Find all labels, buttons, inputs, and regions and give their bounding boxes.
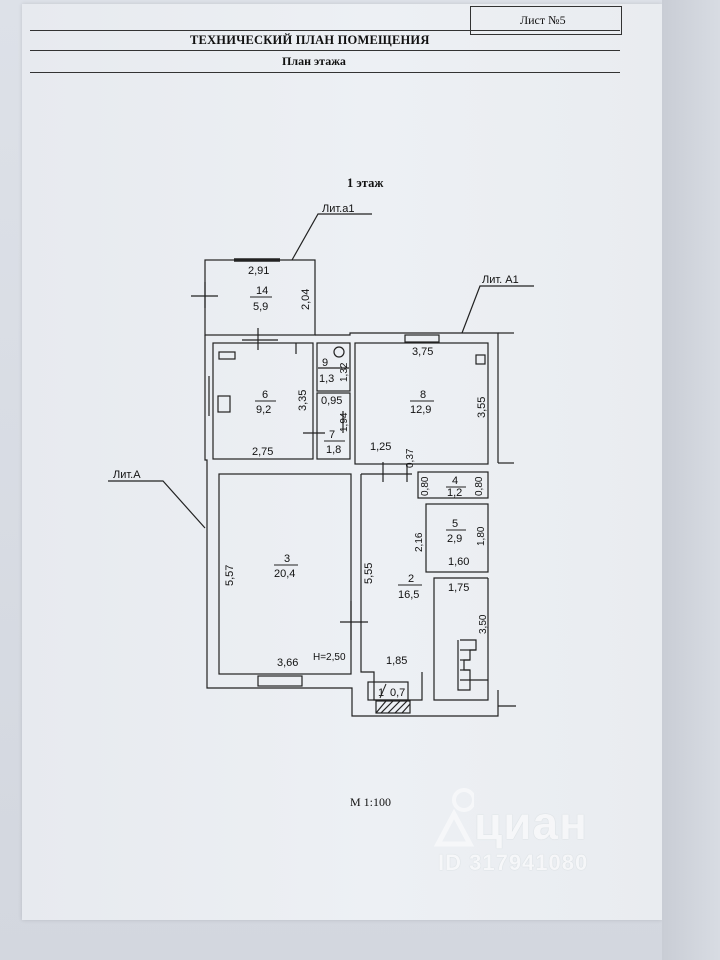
room-7-area: 1,8	[326, 444, 341, 456]
room-8-number: 8	[420, 389, 426, 401]
document-title: ТЕХНИЧЕСКИЙ ПЛАН ПОМЕЩЕНИЯ	[190, 33, 430, 47]
floor-label: 1 этаж	[347, 176, 384, 190]
header-divider	[30, 50, 620, 51]
room-5-number: 5	[452, 518, 458, 530]
room-3-area: 20,4	[274, 568, 295, 580]
room-4-area: 1,2	[447, 487, 462, 499]
room-9-number: 9	[322, 357, 328, 369]
cian-watermark: циан ID 317941080	[432, 786, 662, 886]
dim-r6-height: 3,35	[297, 390, 309, 411]
dim-corridor-width: 1,25	[370, 441, 391, 453]
dim-r2-height: 5,55	[363, 563, 375, 584]
label-lit-A1: Лит. А1	[482, 274, 519, 286]
dim-r8-width: 3,75	[412, 346, 433, 358]
dim-r5-height-right: 1,80	[476, 526, 487, 546]
header-divider	[30, 72, 620, 73]
dim-r3-height: 5,57	[224, 565, 236, 586]
watermark-brand: циан	[474, 797, 588, 849]
dim-r2-stair: 3,50	[478, 614, 489, 634]
room-1-area: 0,7	[390, 687, 405, 699]
dim-r8-height: 3,55	[476, 397, 488, 418]
room-9-area: 1,3	[319, 373, 334, 385]
dim-r5-height-left: 2,16	[414, 532, 425, 552]
dim-r9-height: 1,32	[339, 362, 350, 382]
room-2-number: 2	[408, 573, 414, 585]
dim-r2-width: 1,75	[448, 582, 469, 594]
label-lit-A: Лит.А	[113, 469, 141, 481]
pin-icon	[434, 788, 474, 847]
dim-r14-width: 2,91	[248, 265, 269, 277]
dim-r9-width: 0,95	[321, 395, 342, 407]
dim-ceiling-height: H=2,50	[313, 652, 346, 663]
paper-sheet	[22, 4, 662, 920]
dim-r6-width: 2,75	[252, 446, 273, 458]
room-14-area: 5,9	[253, 301, 268, 313]
room-4-number: 4	[452, 475, 458, 487]
dim-corridor-gap: 0,37	[405, 448, 416, 468]
dim-r1-width: 1,85	[386, 655, 407, 667]
dim-r7-height: 1,94	[339, 412, 350, 432]
sheet-number-box	[470, 6, 622, 35]
dim-r4-height-right: 0,80	[474, 476, 485, 496]
dim-r3-width: 3,66	[277, 657, 298, 669]
dim-r4-height-left: 0,80	[420, 476, 431, 496]
sheet-number: Лист №5	[520, 13, 566, 27]
room-2-area: 16,5	[398, 589, 419, 601]
room-5-area: 2,9	[447, 533, 462, 545]
label-lit-a1-small: Лит.а1	[322, 203, 354, 215]
dim-r5-width: 1,60	[448, 556, 469, 568]
room-8-area: 12,9	[410, 404, 431, 416]
drawing-scale: М 1:100	[350, 795, 392, 809]
room-6-area: 9,2	[256, 404, 271, 416]
header-divider	[30, 30, 620, 31]
watermark-id: ID 317941080	[438, 850, 589, 875]
document-subtitle: План этажа	[282, 54, 346, 68]
room-3-number: 3	[284, 553, 290, 565]
room-1-number: 1	[378, 687, 384, 699]
room-7-number: 7	[329, 429, 335, 441]
paper-edge	[662, 0, 720, 960]
dim-r14-height: 2,04	[300, 289, 312, 310]
room-14-number: 14	[256, 285, 268, 297]
room-6-number: 6	[262, 389, 268, 401]
